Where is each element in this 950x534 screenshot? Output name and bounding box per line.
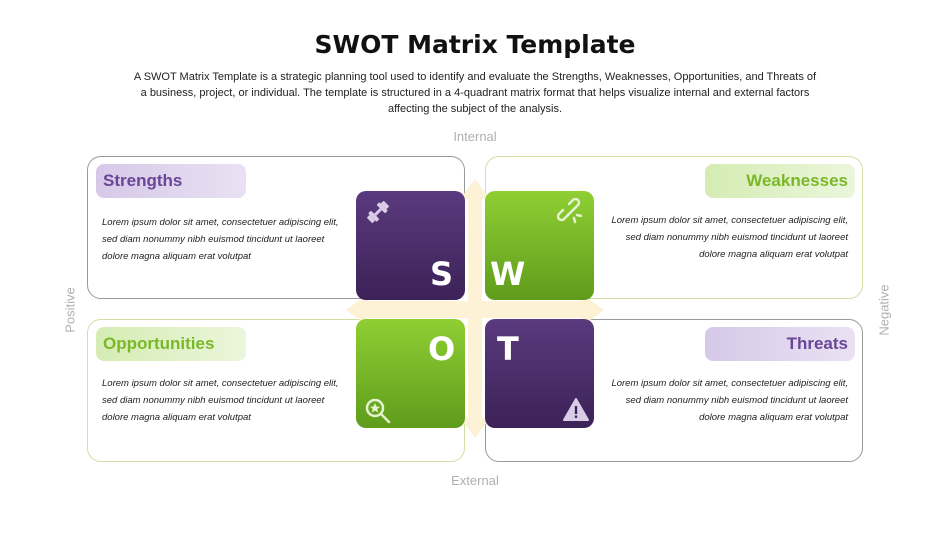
weaknesses-text: Lorem ipsum dolor sit amet, consectetuer…: [611, 215, 848, 260]
strengths-letter: S: [430, 255, 454, 293]
dumbbell-icon: [367, 201, 389, 223]
opportunities-text: Lorem ipsum dolor sit amet, consectetuer…: [102, 378, 339, 423]
weaknesses-label: Weaknesses: [705, 164, 855, 198]
axis-label-external: External: [451, 473, 499, 488]
strengths-label: Strengths: [96, 164, 246, 198]
cross-arrow-shape: [346, 179, 604, 438]
search-star-icon: [365, 398, 391, 424]
axis-label-internal: Internal: [453, 129, 497, 144]
weaknesses-letter: W: [490, 255, 526, 293]
threats-label: Threats: [705, 327, 855, 361]
page-description: A SWOT Matrix Template is a strategic pl…: [133, 71, 817, 115]
opportunities-label: Opportunities: [96, 327, 246, 361]
strengths-tile: [356, 191, 465, 300]
page-title: SWOT Matrix Template: [314, 30, 636, 59]
threats-text: Lorem ipsum dolor sit amet, consectetuer…: [611, 378, 848, 423]
opportunities-letter: O: [428, 330, 456, 368]
broken-link-icon: [557, 198, 583, 224]
warning-icon: [563, 398, 589, 421]
strengths-text: Lorem ipsum dolor sit amet, consectetuer…: [102, 217, 339, 262]
threats-letter: T: [497, 330, 519, 368]
weaknesses-tile: [485, 191, 594, 300]
